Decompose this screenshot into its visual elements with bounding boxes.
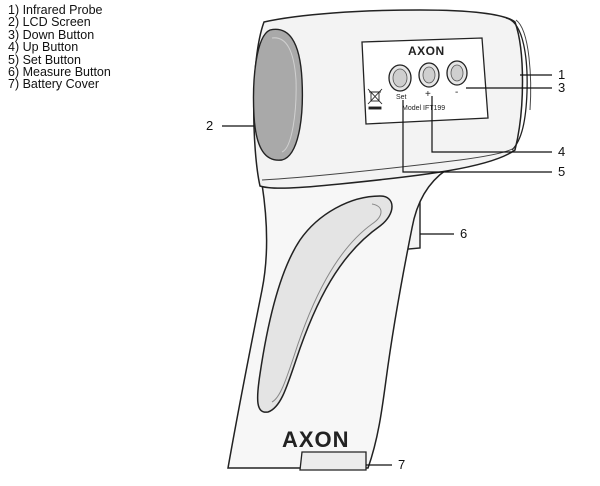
plus-label: + [425, 89, 431, 100]
set-label: Set [396, 94, 407, 101]
battery-cover [299, 451, 367, 471]
callout-number-4: 4 [558, 144, 565, 159]
callout-number-5: 5 [558, 164, 565, 179]
legend-item-down-button: 3) Down Button [8, 27, 95, 42]
legend-item-battery-cover: 7) Battery Cover [8, 77, 100, 92]
callout-number-2: 2 [206, 118, 213, 133]
brand-logo-top: AXON [408, 44, 445, 58]
callout-number-1: 1 [558, 67, 565, 82]
crossed-bin-icon [367, 88, 383, 110]
lcd-screen [252, 28, 304, 161]
callout-line-4 [431, 96, 552, 153]
legend-item-lcd-screen: 2) LCD Screen [8, 15, 91, 30]
minus-label: - [455, 87, 458, 98]
brand-logo-handle: AXON [282, 427, 350, 452]
legend-item-up-button: 4) Up Button [8, 40, 79, 55]
legend-item-infrared-probe: 1) Infrared Probe [8, 3, 103, 17]
model-label: Model IFT199 [402, 105, 445, 112]
callout-line-5 [402, 100, 552, 173]
parts-legend: 1) Infrared Probe 2) LCD Screen 3) Down … [8, 4, 111, 91]
up-button [418, 62, 440, 88]
set-button [388, 64, 412, 92]
infrared-probe [505, 17, 528, 151]
callout-number-6: 6 [460, 226, 467, 241]
legend-item-set-button: 5) Set Button [8, 52, 81, 67]
callout-number-3: 3 [558, 80, 565, 95]
callout-number-7: 7 [398, 457, 405, 472]
grip-pad [256, 195, 393, 413]
down-button [446, 60, 468, 86]
legend-item-measure-button: 6) Measure Button [8, 65, 111, 80]
